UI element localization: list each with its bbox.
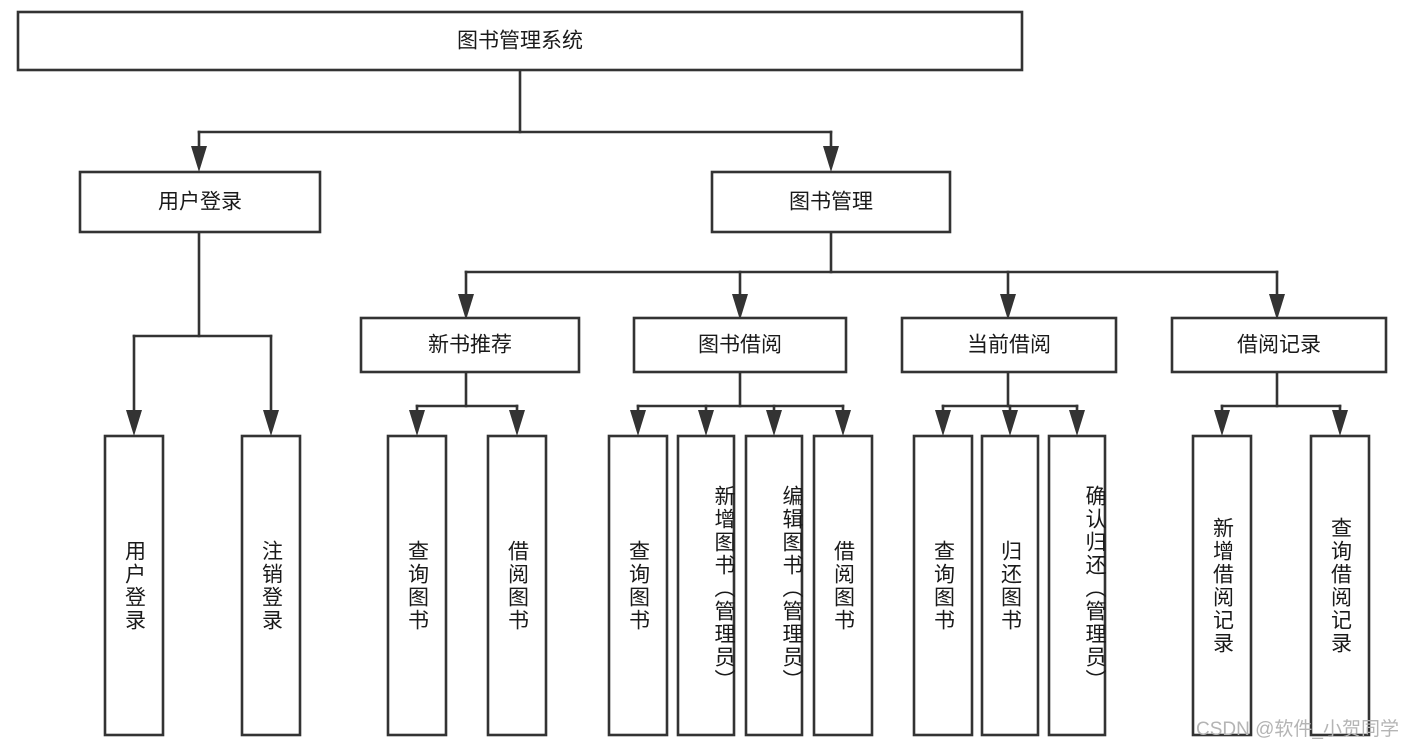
node-book-borrow-box[interactable] <box>632 316 848 374</box>
leaf-logout-login-box[interactable] <box>240 434 302 737</box>
connector-root-to-level2 <box>191 68 839 172</box>
node-book-borrow-label: 图书借阅 <box>698 334 782 357</box>
node-book-management-box[interactable] <box>710 170 952 234</box>
node-new-book-recommend-label: 新书推荐 <box>428 334 512 357</box>
node-root[interactable]: 图书管理系统 <box>16 10 1024 72</box>
arrow-head-leaf-user-login <box>126 410 142 436</box>
leaf-borrow-book-2-box[interactable] <box>812 434 874 737</box>
leaf-query-record-box[interactable] <box>1309 434 1371 737</box>
connector-current-borrow-to-leaves <box>935 370 1085 436</box>
node-user-login-box[interactable] <box>78 170 322 234</box>
leaf-boxes <box>103 434 1371 737</box>
arrow-head-leaf-query-book-1 <box>409 410 425 436</box>
arrow-head-leaf-query-record <box>1332 410 1348 436</box>
arrow-head-leaf-query-book-2 <box>630 410 646 436</box>
arrow-head-book-borrow <box>732 294 748 320</box>
node-borrow-record-label: 借阅记录 <box>1237 334 1321 357</box>
arrow-head-leaf-edit-book <box>766 410 782 436</box>
leaf-borrow-book-1-box[interactable] <box>486 434 548 737</box>
leaf-add-record-box[interactable] <box>1191 434 1253 737</box>
node-root-box[interactable] <box>16 10 1024 72</box>
arrow-head-leaf-add-record <box>1214 410 1230 436</box>
node-current-borrow[interactable]: 当前借阅 <box>900 316 1118 374</box>
node-book-borrow[interactable]: 图书借阅 <box>632 316 848 374</box>
leaf-return-book-box[interactable] <box>980 434 1040 737</box>
arrow-head-leaf-confirm-return <box>1069 410 1085 436</box>
connector-book-borrow-to-leaves <box>630 370 851 436</box>
arrow-head-book-management <box>823 146 839 172</box>
csdn-watermark: CSDN @软件_小贺同学 <box>1196 719 1399 740</box>
leaf-add-book-box[interactable] <box>676 434 736 737</box>
connector-new-book-recommend-to-leaves <box>409 370 525 436</box>
node-new-book-recommend-box[interactable] <box>359 316 581 374</box>
node-borrow-record[interactable]: 借阅记录 <box>1170 316 1388 374</box>
connector-user-login-to-leaves <box>126 230 279 436</box>
node-borrow-record-box[interactable] <box>1170 316 1388 374</box>
node-user-login[interactable]: 用户登录 <box>78 170 322 234</box>
leaf-query-book-1-box[interactable] <box>386 434 448 737</box>
arrow-head-leaf-return-book <box>1002 410 1018 436</box>
node-current-borrow-box[interactable] <box>900 316 1118 374</box>
leaf-edit-book-box[interactable] <box>744 434 804 737</box>
node-new-book-recommend[interactable]: 新书推荐 <box>359 316 581 374</box>
node-current-borrow-label: 当前借阅 <box>967 334 1051 357</box>
connector-borrow-record-to-leaves <box>1214 370 1348 436</box>
node-user-login-label: 用户登录 <box>158 191 242 214</box>
node-root-label: 图书管理系统 <box>457 30 583 53</box>
arrow-head-leaf-query-book-3 <box>935 410 951 436</box>
leaf-query-book-2-box[interactable] <box>607 434 669 737</box>
arrow-head-current-borrow <box>1000 294 1016 320</box>
node-book-management[interactable]: 图书管理 <box>710 170 952 234</box>
leaf-query-book-3-box[interactable] <box>912 434 974 737</box>
arrow-head-leaf-logout-login <box>263 410 279 436</box>
arrow-head-user-login <box>191 146 207 172</box>
leaf-confirm-return-box[interactable] <box>1047 434 1107 737</box>
arrow-head-leaf-add-book <box>698 410 714 436</box>
arrow-head-new-book-recommend <box>458 294 474 320</box>
leaf-user-login-box[interactable] <box>103 434 165 737</box>
connector-book-management-to-level3 <box>458 230 1285 320</box>
arrow-head-leaf-borrow-book-2 <box>835 410 851 436</box>
arrow-head-leaf-borrow-book-1 <box>509 410 525 436</box>
arrow-head-borrow-record <box>1269 294 1285 320</box>
node-book-management-label: 图书管理 <box>789 191 873 214</box>
